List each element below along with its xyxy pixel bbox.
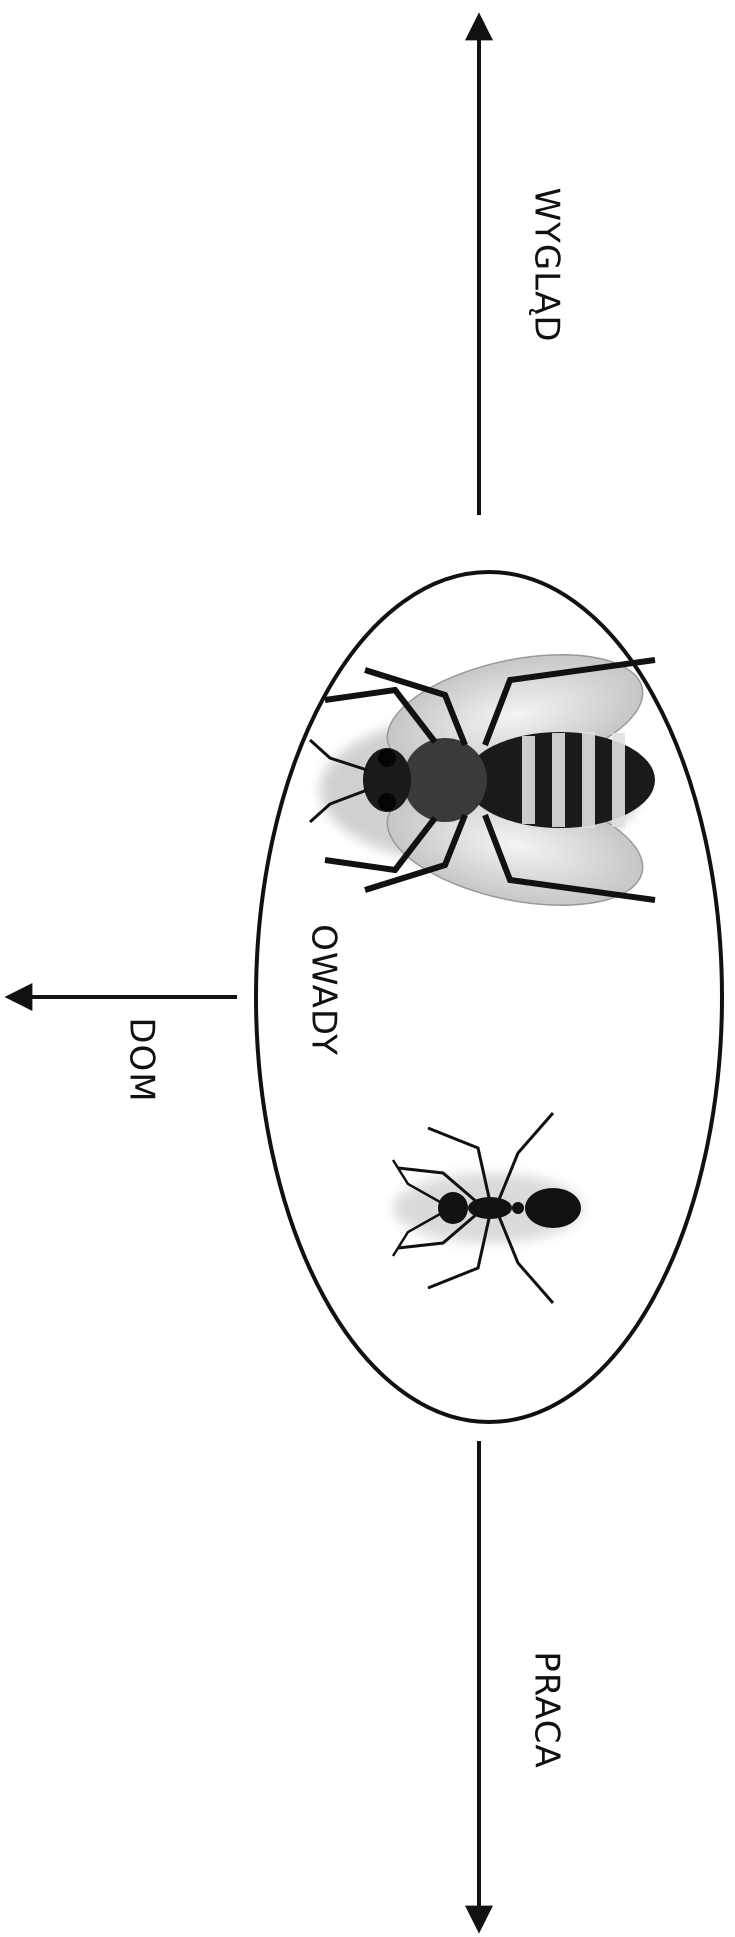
branch-label-top: WYGLĄD: [527, 187, 567, 342]
branch-label-left-text: DOM: [122, 1017, 162, 1102]
branch-label-bottom: PRACA: [527, 1651, 567, 1768]
center-label: OWADY: [304, 924, 344, 1056]
branch-label-left: DOM: [122, 1017, 162, 1102]
